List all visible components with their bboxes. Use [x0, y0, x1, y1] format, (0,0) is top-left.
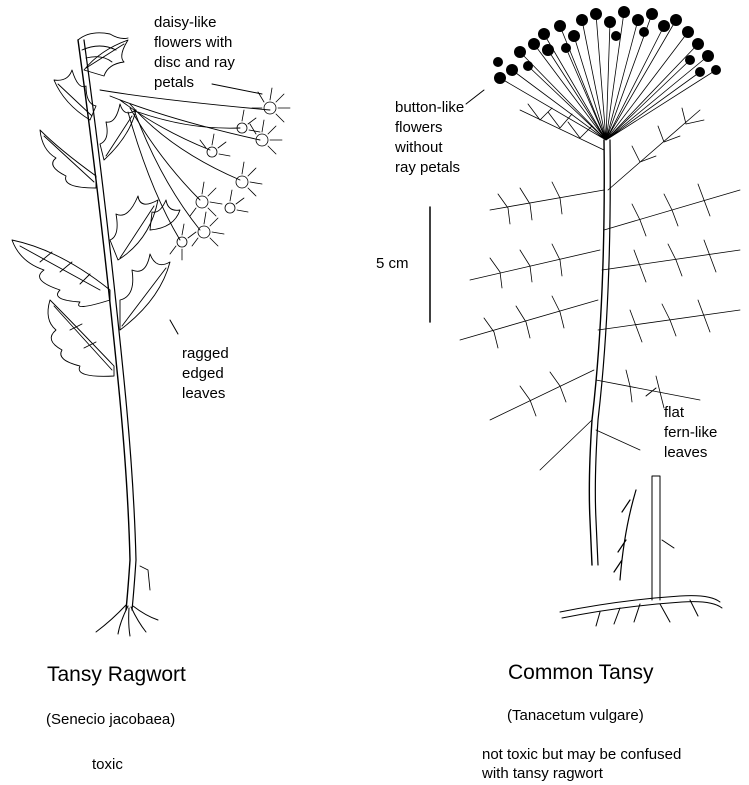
tansy-leaves-callout: flat fern-like leaves: [664, 403, 717, 463]
ragwort-scientific-name: (Senecio jacobaea): [46, 710, 175, 730]
ragwort-leaves-pointer: [170, 320, 178, 334]
tansy-toxicity-note: not toxic but may be confused with tansy…: [482, 745, 681, 783]
ragwort-toxicity-note: toxic: [92, 755, 123, 774]
scale-bar-label: 5 cm: [376, 254, 409, 274]
tansy-flowers-pointer: [466, 90, 484, 104]
tansy-common-name: Common Tansy: [508, 660, 654, 686]
tansy-rhizome: [560, 476, 722, 626]
tansy-ragwort-drawing: [12, 33, 290, 636]
tansy-scientific-name: (Tanacetum vulgare): [507, 706, 644, 726]
tansy-leaves-pointer: [646, 388, 656, 396]
tansy-flowers-callout: button-like flowers without ray petals: [395, 98, 464, 178]
ragwort-leaves-callout: ragged edged leaves: [182, 344, 229, 404]
tansy-flower-heads: [493, 6, 721, 84]
common-tansy-drawing: [460, 6, 740, 626]
ragwort-common-name: Tansy Ragwort: [47, 662, 186, 688]
ragwort-flowers-callout: daisy-like flowers with disc and ray pet…: [154, 13, 235, 93]
